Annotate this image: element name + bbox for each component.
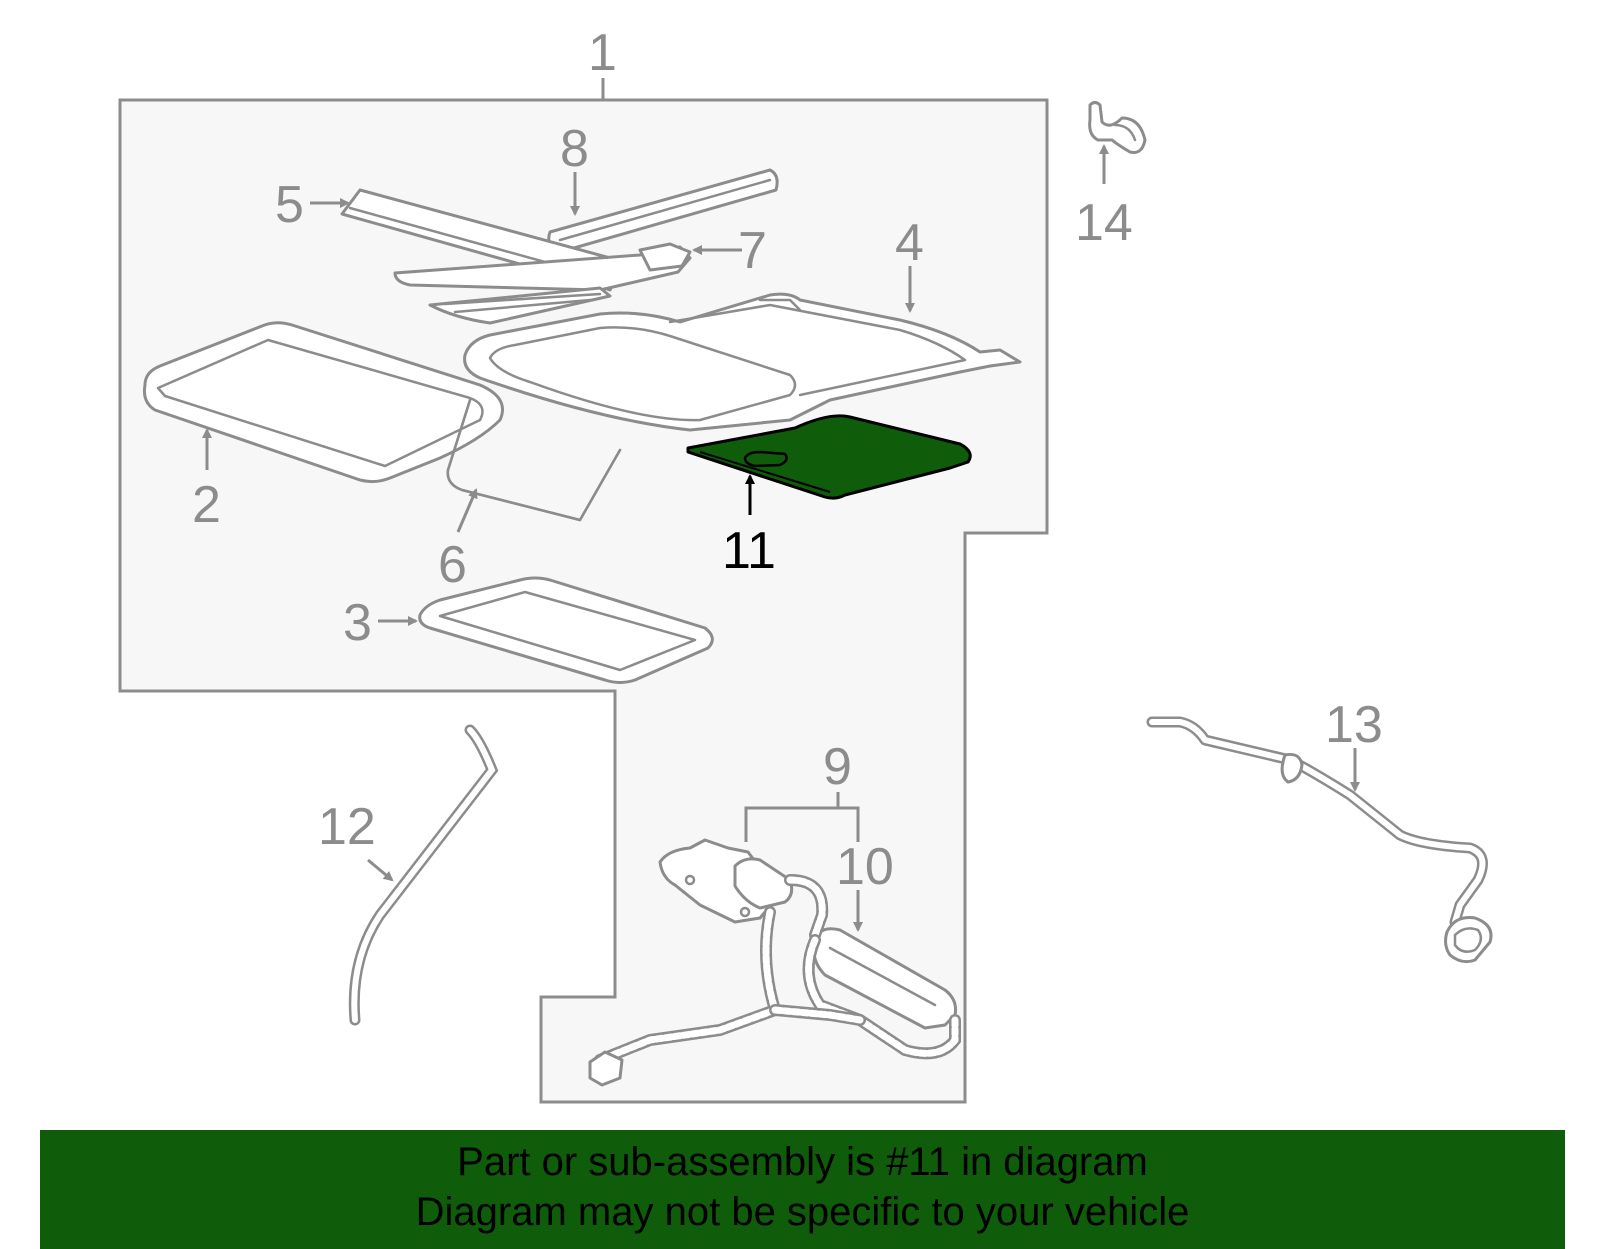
callout-7: 7 xyxy=(738,222,767,280)
banner-line-2: Diagram may not be specific to your vehi… xyxy=(415,1190,1190,1234)
callout-11: 11 xyxy=(722,522,776,580)
callout-13: 13 xyxy=(1325,696,1383,754)
part-4-frame xyxy=(463,292,1022,432)
part-7-guide-rail xyxy=(393,242,692,325)
leader-9-bracket xyxy=(744,806,860,842)
callout-1: 1 xyxy=(588,24,617,82)
callout-5: 5 xyxy=(275,176,304,234)
sunshade-shape xyxy=(686,414,972,500)
callout-12: 12 xyxy=(318,798,376,856)
callout-4: 4 xyxy=(895,214,924,272)
info-banner: Part or sub-assembly is #11 in diagram D… xyxy=(40,1130,1565,1249)
callout-8: 8 xyxy=(560,120,589,178)
part-2-glass-panel xyxy=(143,321,504,484)
leader-6 xyxy=(456,488,478,533)
part-9-motor xyxy=(658,838,794,924)
callout-9: 9 xyxy=(823,738,852,796)
callout-6: 6 xyxy=(438,536,467,594)
callout-14: 14 xyxy=(1075,194,1133,252)
part-6-seal xyxy=(446,398,622,522)
part-10-module-harness xyxy=(588,874,961,1087)
leader-12 xyxy=(367,858,394,882)
part-13-drain-hose xyxy=(1146,716,1493,964)
banner-line-1: Part or sub-assembly is #11 in diagram xyxy=(457,1140,1148,1184)
callout-10: 10 xyxy=(836,838,894,896)
part-3-glass-seal xyxy=(418,576,714,684)
part-12-drain-hose xyxy=(348,724,499,1026)
part-11-sunshade xyxy=(686,414,972,500)
banner-background xyxy=(40,1130,1565,1249)
callout-2: 2 xyxy=(192,476,221,534)
part-14-clip xyxy=(1088,101,1147,154)
callout-3: 3 xyxy=(343,594,372,652)
